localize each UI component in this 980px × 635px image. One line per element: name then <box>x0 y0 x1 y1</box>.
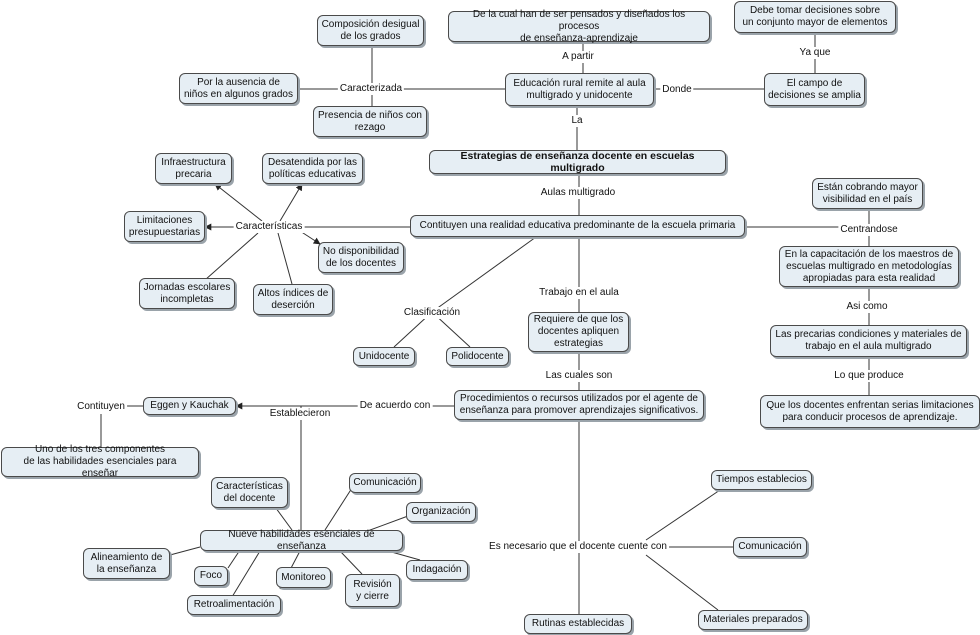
node-revision-cierre[interactable]: Revisión y cierre <box>345 574 400 607</box>
node-ausencia-ninos[interactable]: Por la ausencia de niños en algunos grad… <box>179 73 298 104</box>
node-foco[interactable]: Foco <box>194 566 228 586</box>
node-estrategias-multigrado[interactable]: Estrategias de enseñanza docente en escu… <box>429 150 726 174</box>
node-indagacion[interactable]: Indagación <box>406 560 468 580</box>
node-capacitacion-maestros[interactable]: En la capacitación de los maestros de es… <box>779 246 959 287</box>
node-polidocente[interactable]: Polidocente <box>446 347 509 366</box>
link-label-la: La <box>569 115 585 127</box>
link-label-asi-como: Asi como <box>844 301 890 313</box>
node-educacion-rural[interactable]: Educación rural remite al aula multigrad… <box>505 73 654 106</box>
link-label-contituyen: Contituyen <box>75 401 127 413</box>
node-eggen-kauchak[interactable]: Eggen y Kauchak <box>143 397 236 415</box>
node-unidocente[interactable]: Unidocente <box>353 347 415 366</box>
node-jornadas-incompletas[interactable]: Jornadas escolares incompletas <box>139 278 235 309</box>
link-label-ya-que: Ya que <box>797 47 833 59</box>
link-label-aulas-multigrado: Aulas multigrado <box>538 187 618 199</box>
node-monitoreo[interactable]: Monitoreo <box>276 567 331 588</box>
node-presencia-rezago[interactable]: Presencia de niños con rezago <box>313 106 427 137</box>
link-label-donde: Donde <box>660 84 694 96</box>
link-label-a-partir: A partir <box>560 51 596 63</box>
node-organizacion[interactable]: Organización <box>406 502 476 522</box>
link-label-establecieron: Establecieron <box>267 408 333 420</box>
node-altos-desercion[interactable]: Altos índices de deserción <box>253 284 333 315</box>
node-tiempos-establecidos[interactable]: Tiempos establecios <box>711 470 812 490</box>
node-uno-de-tres-componentes[interactable]: Uno de los tres componentes de las habil… <box>1 444 199 479</box>
node-procedimientos-recursos[interactable]: Procedimientos o recursos utilizados por… <box>454 390 704 420</box>
node-no-disponibilidad[interactable]: No disponibilidad de los docentes <box>318 242 404 273</box>
link-label-clasificacion: Clasificación <box>401 307 463 319</box>
node-rutinas-establecidas[interactable]: Rutinas establecidas <box>524 614 632 634</box>
node-caracteristicas-docente[interactable]: Características del docente <box>211 477 288 508</box>
node-nueve-habilidades[interactable]: Nueve habilidades esenciales de enseñanz… <box>200 529 403 552</box>
node-limitaciones-docentes[interactable]: Que los docentes enfrentan serias limita… <box>760 395 980 428</box>
node-alineamiento[interactable]: Alineamiento de la enseñanza <box>83 548 170 579</box>
node-cobrando-visibilidad[interactable]: Están cobrando mayor visibilidad en el p… <box>812 178 923 209</box>
link-label-de-acuerdo-con: De acuerdo con <box>357 400 433 412</box>
link-label-trabajo-aula: Trabajo en el aula <box>537 287 621 299</box>
node-requiere-estrategias[interactable]: Requiere de que los docentes apliquen es… <box>528 312 629 352</box>
node-precarias-condiciones[interactable]: Las precarias condiciones y materiales d… <box>770 325 967 357</box>
link-label-las-cuales-son: Las cuales son <box>543 370 615 382</box>
node-pensados-disenados[interactable]: De la cual han de ser pensados y diseñad… <box>448 9 710 44</box>
link-label-caracterizada: Caracterizada <box>337 83 405 95</box>
node-retroalimentacion[interactable]: Retroalimentación <box>187 595 281 615</box>
node-constituyen-realidad[interactable]: Contituyen una realidad educativa predom… <box>410 215 745 237</box>
node-campo-decisiones[interactable]: El campo de decisiones se amplia <box>764 73 865 106</box>
node-limitaciones-presupuestarias[interactable]: Limitaciones presupuestarias <box>124 211 205 242</box>
link-label-lo-que-produce: Lo que produce <box>832 370 906 382</box>
node-infraestructura-precaria[interactable]: Infraestructura precaria <box>155 153 232 184</box>
node-desatendida-politicas[interactable]: Desatendida por las políticas educativas <box>262 153 363 184</box>
link-label-es-necesario: Es necesario que el docente cuente con <box>487 541 669 553</box>
node-composicion-desigual[interactable]: Composición desigual de los grados <box>317 15 424 46</box>
node-decisiones-mayor[interactable]: Debe tomar decisiones sobre un conjunto … <box>734 1 896 33</box>
node-materiales-preparados[interactable]: Materiales preparados <box>698 610 808 630</box>
node-comunicacion-necesaria[interactable]: Comunicación <box>733 537 807 557</box>
link-label-caracteristicas: Características <box>233 221 305 233</box>
link-label-centrandose: Centrandose <box>838 224 900 236</box>
node-comunicacion-habilidad[interactable]: Comunicación <box>349 473 421 493</box>
